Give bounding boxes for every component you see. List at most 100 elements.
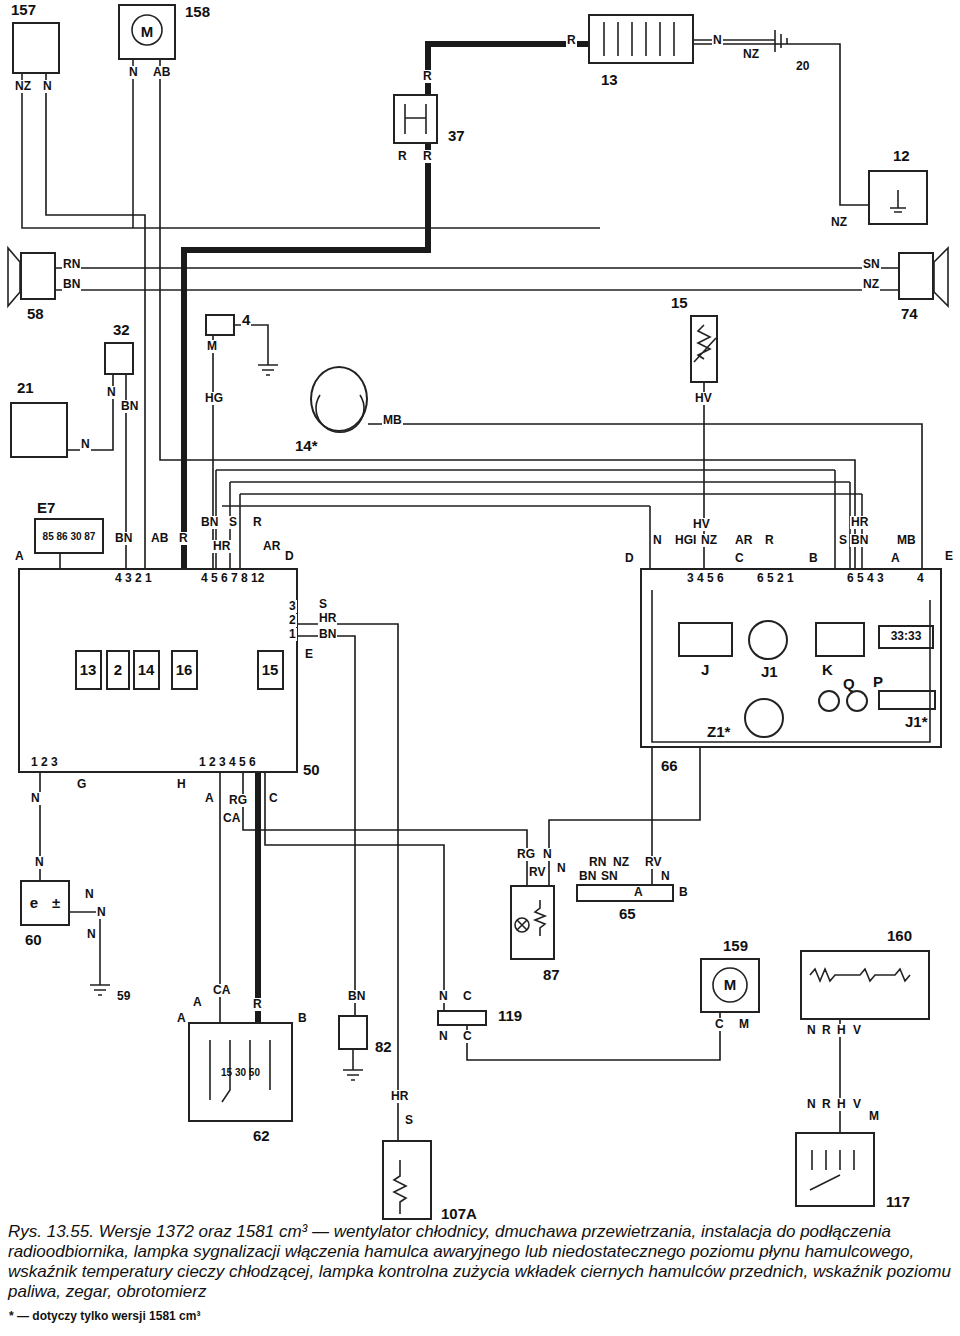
wire-code: 4 5 6 7 8 12	[200, 572, 265, 585]
wire-code: A	[204, 792, 215, 805]
power-wire	[255, 773, 261, 1022]
wire-code: 6 5 2 1	[756, 572, 795, 585]
callout-number: Z1*	[706, 724, 731, 741]
wire-code: N	[34, 856, 45, 869]
sensor-box: 87	[510, 885, 555, 960]
relay-box: 157	[12, 22, 60, 74]
node-body: 15 30 50	[190, 1024, 291, 1120]
wire-code: AR	[734, 534, 753, 547]
callout-number: 58	[26, 306, 45, 323]
pin-label: 15 30 50	[221, 1067, 260, 1078]
pin-label: 13	[80, 662, 97, 679]
wire-code: M	[738, 1018, 750, 1031]
switch-box: 32	[104, 342, 134, 375]
callout-number: 65	[618, 906, 637, 923]
wire-code: B	[678, 886, 689, 899]
module-box: 21	[10, 402, 68, 458]
wire-code: MB	[896, 534, 917, 547]
node-body	[395, 96, 436, 142]
node-body: 33:33	[880, 627, 932, 647]
callout-number: 157	[10, 2, 37, 19]
relay-box: 85 86 30 87E7	[34, 518, 104, 554]
lamp-strip: J1*	[878, 690, 936, 710]
connector-block: 65	[576, 884, 674, 902]
node-body: 85 86 30 87	[36, 520, 102, 552]
wire-code: NZ	[862, 278, 880, 291]
figure-caption: Rys. 13.55. Wersje 1372 oraz 1581 cm³ — …	[8, 1222, 952, 1302]
callout-number: 60	[24, 932, 43, 949]
lamp-circle: P	[846, 690, 868, 712]
node-body	[750, 622, 786, 658]
node-body	[680, 624, 731, 655]
wire-code: R	[566, 34, 577, 47]
callout-number: 159	[722, 938, 749, 955]
pin-label: 14	[138, 662, 155, 679]
wire-code: CA	[222, 812, 241, 825]
wire-code: HGI	[674, 534, 697, 547]
wire-code: RG	[516, 848, 536, 861]
wire-code: HR	[318, 612, 337, 625]
callout-number: E7	[36, 500, 56, 517]
callout-number: J	[700, 662, 710, 679]
wire-code: 1 2 3	[30, 756, 59, 769]
wire-code: 3	[288, 600, 297, 613]
pin-label: 33:33	[891, 630, 922, 643]
node-body: 2	[108, 652, 128, 688]
callout-number: 37	[447, 128, 466, 145]
node-body	[870, 172, 926, 223]
wire-code: C	[734, 552, 745, 565]
callout-number: 50	[302, 762, 321, 779]
wire-code: N	[660, 870, 671, 883]
relay-box: 37	[393, 94, 438, 144]
wire-code: N	[542, 848, 553, 861]
instrument-panel: 66JJ1K33:33QPJ1*Z1*	[640, 568, 942, 748]
wire-code: A	[633, 886, 644, 899]
wire-code: RN	[62, 258, 81, 271]
wire-code: B	[808, 552, 819, 565]
pin-label: 2	[114, 662, 122, 679]
wire	[160, 60, 855, 568]
node-body: M	[120, 6, 174, 58]
pin-label: ±	[52, 895, 60, 912]
callout-number: 74	[900, 306, 919, 323]
wire-code: 3 4 5 6	[686, 572, 725, 585]
wire-code: BN	[318, 628, 337, 641]
wire-code: N	[438, 1030, 449, 1043]
node-body	[106, 344, 132, 373]
wire-code: R	[821, 1098, 832, 1111]
wire-code: N	[80, 438, 91, 451]
switch-box: 117	[795, 1132, 875, 1207]
wire-code: A	[14, 550, 25, 563]
switch-box: 82	[338, 1015, 368, 1050]
connector-block: 119	[437, 1010, 487, 1026]
wire-code: AB	[150, 532, 169, 545]
node-body	[384, 1142, 430, 1218]
speaker-box: 58	[20, 252, 56, 300]
node-body	[802, 952, 928, 1018]
callout-number: 4	[241, 312, 251, 329]
wire-code: HG	[204, 392, 224, 405]
wire-code: M	[206, 340, 218, 353]
pin-label: e	[30, 895, 38, 912]
node-body: M	[702, 960, 758, 1011]
wire-code: C	[462, 990, 473, 1003]
node-body	[817, 624, 863, 655]
wire	[265, 773, 444, 1010]
wire	[59, 554, 61, 568]
node-body: 16	[173, 652, 196, 688]
meter-circle: Z1*	[744, 698, 784, 738]
wire-code: RV	[528, 866, 546, 879]
wire-code: S	[838, 534, 848, 547]
callout-number: 82	[374, 1039, 393, 1056]
wire	[298, 624, 398, 1140]
wire-code: BN	[62, 278, 81, 291]
node-body: 15	[259, 652, 282, 688]
sensor-box: 107A	[382, 1140, 432, 1220]
power-wire	[184, 144, 428, 568]
wire-code: H	[836, 1024, 847, 1037]
callout-number: 12	[892, 148, 911, 165]
wire-code: HR	[212, 540, 231, 553]
wire-code: H	[176, 778, 187, 791]
wire-code: C	[714, 1018, 725, 1031]
wire-code: N	[712, 34, 723, 47]
